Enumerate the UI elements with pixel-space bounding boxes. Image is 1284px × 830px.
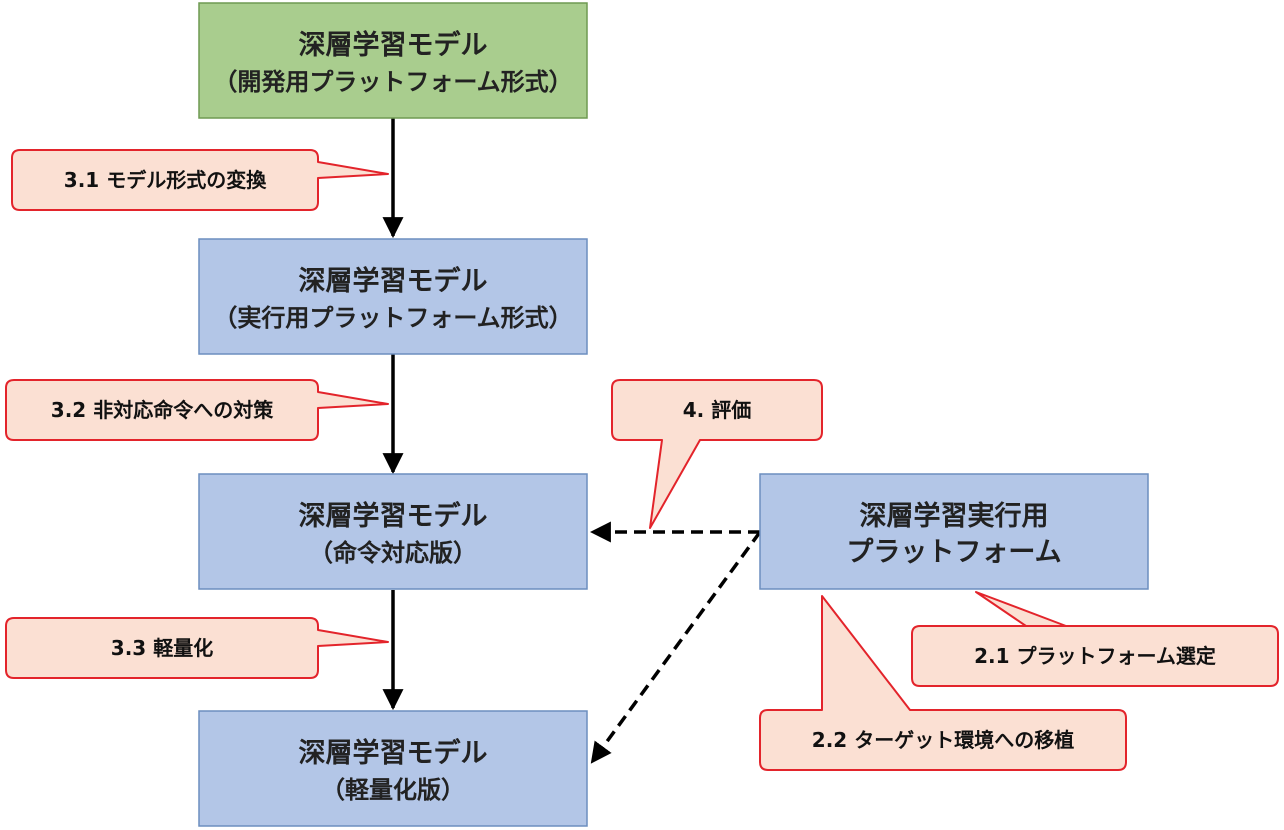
- callout-4-shape: [611, 379, 823, 529]
- callout-2-1: 2.1 プラットフォーム選定: [911, 591, 1279, 687]
- callout-3-3: 3.3 軽量化: [5, 617, 389, 679]
- node-platform-title: 深層学習実行用: [860, 500, 1049, 532]
- arrows: [382, 118, 762, 764]
- callout-3-1: 3.1 モデル形式の変換: [11, 149, 389, 211]
- node-dev-model-box: [198, 2, 588, 119]
- callout-3-2: 3.2 非対応命令への対策: [5, 379, 389, 441]
- node-inst-model: 深層学習モデル （命令対応版）: [198, 473, 588, 590]
- callout-2-2: 2.2 ターゲット環境への移植: [759, 595, 1127, 771]
- callout-3-3-shape: [5, 617, 389, 679]
- callout-2-2-label: 2.2 ターゲット環境への移植: [812, 728, 1074, 752]
- node-exec-model-subtitle: （実行用プラットフォーム形式）: [213, 304, 572, 332]
- callout-4: 4. 評価: [611, 379, 823, 529]
- callout-2-1-label: 2.1 プラットフォーム選定: [974, 644, 1216, 668]
- dashed-arrow-platform-to-light: [590, 530, 762, 764]
- callout-4-label: 4. 評価: [683, 398, 751, 422]
- callout-3-1-label: 3.1 モデル形式の変換: [64, 168, 267, 192]
- node-exec-model-title: 深層学習モデル: [299, 265, 488, 297]
- node-light-model-subtitle: （軽量化版）: [321, 776, 465, 804]
- node-dev-model-subtitle: （開発用プラットフォーム形式）: [213, 68, 572, 96]
- node-platform-box: [759, 473, 1149, 590]
- node-dev-model: 深層学習モデル （開発用プラットフォーム形式）: [198, 2, 588, 119]
- node-light-model: 深層学習モデル （軽量化版）: [198, 710, 588, 827]
- callout-3-2-shape: [5, 379, 389, 441]
- node-light-model-box: [198, 710, 588, 827]
- node-exec-model: 深層学習モデル （実行用プラットフォーム形式）: [198, 238, 588, 355]
- callout-2-2-shape: [759, 595, 1127, 771]
- callout-3-2-label: 3.2 非対応命令への対策: [51, 398, 274, 422]
- callout-3-1-shape: [11, 149, 389, 211]
- node-dev-model-title: 深層学習モデル: [299, 29, 488, 61]
- node-inst-model-title: 深層学習モデル: [299, 500, 488, 532]
- node-platform: 深層学習実行用 プラットフォーム: [759, 473, 1149, 590]
- callout-2-1-shape: [911, 591, 1279, 687]
- node-exec-model-box: [198, 238, 588, 355]
- node-light-model-title: 深層学習モデル: [299, 737, 488, 769]
- callout-3-3-label: 3.3 軽量化: [111, 636, 213, 660]
- node-platform-subtitle: プラットフォーム: [846, 537, 1061, 568]
- node-inst-model-box: [198, 473, 588, 590]
- node-inst-model-subtitle: （命令対応版）: [309, 539, 477, 567]
